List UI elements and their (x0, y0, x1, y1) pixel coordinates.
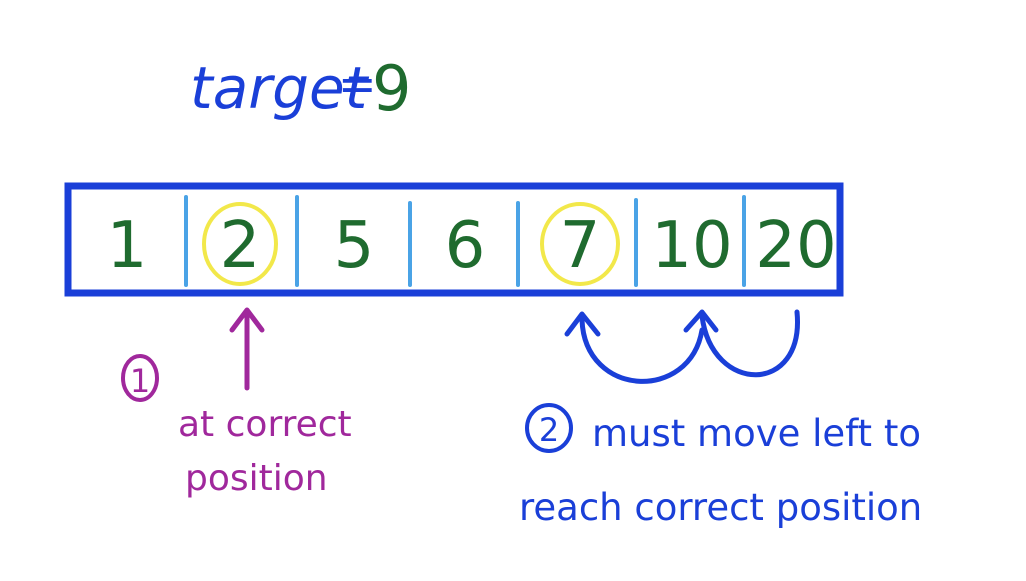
array-cell-value: 20 (755, 209, 836, 283)
array-cell-value: 1 (107, 209, 148, 283)
note-two-line-2: reach correct position (519, 486, 922, 529)
step-marker-circle (121, 354, 159, 402)
array-cell-value: 5 (334, 209, 375, 283)
note-one: 1 at correct position (121, 307, 352, 499)
target-value: 9 (372, 52, 411, 125)
note-one-line-1: at correct (178, 404, 352, 445)
cell-dividers (184, 195, 746, 287)
target-header: target = 9 (190, 52, 411, 125)
step-marker-number: 1 (130, 362, 150, 400)
array-cell-value: 10 (651, 209, 732, 283)
highlight-circle-cell-7 (540, 202, 620, 286)
curved-arrows-icon (564, 309, 800, 384)
array: 1 2 5 6 7 10 20 (64, 182, 844, 297)
step-marker-number: 2 (539, 411, 559, 449)
highlight-circle-cell-2 (202, 202, 278, 286)
note-two: 2 must move left to reach correct positi… (519, 309, 922, 529)
array-cell-value: 7 (560, 209, 601, 283)
up-arrow-icon (229, 307, 265, 391)
array-cell-value: 2 (220, 209, 261, 283)
array-cell-value: 6 (445, 209, 486, 283)
step-marker-circle (525, 403, 573, 453)
target-equals: = (338, 57, 377, 111)
array-border (64, 182, 844, 297)
note-two-line-1: must move left to (592, 412, 921, 455)
target-label: target (190, 54, 370, 122)
note-one-line-2: position (185, 458, 328, 499)
